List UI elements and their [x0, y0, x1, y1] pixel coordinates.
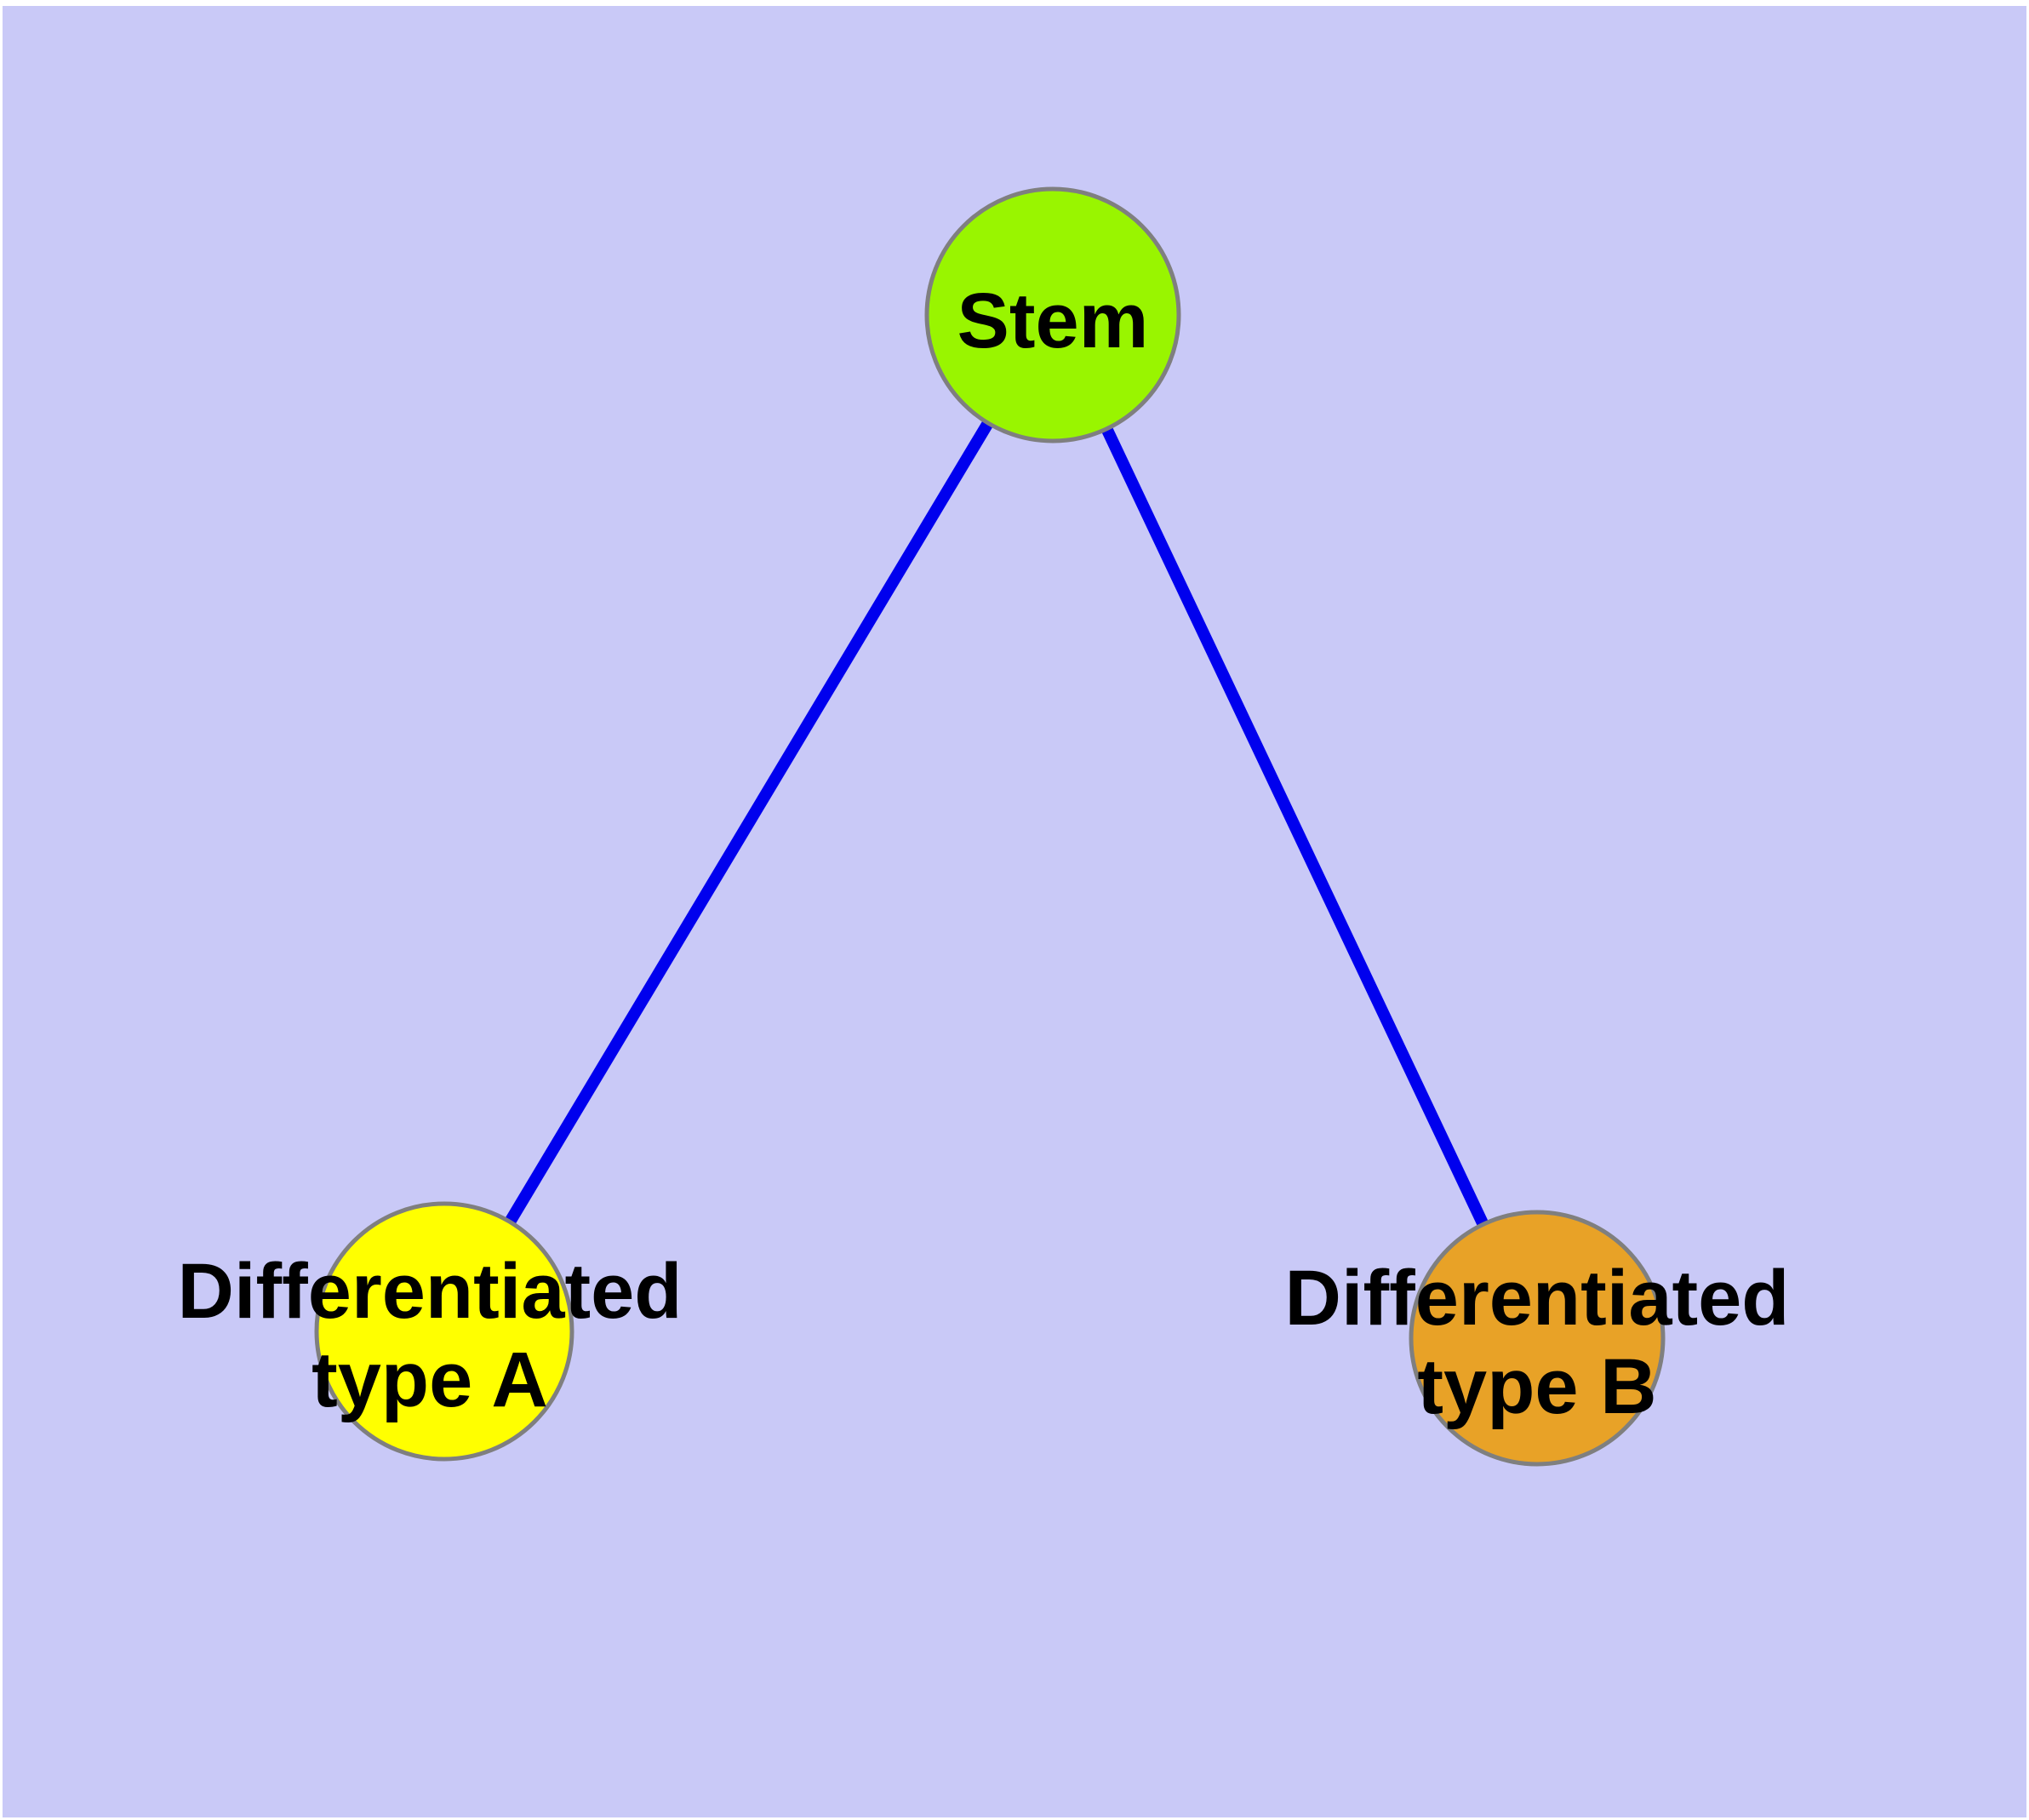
- type-a-label-line2: type A: [311, 1336, 548, 1423]
- type-a-node-circle: [314, 1201, 574, 1462]
- edge-stem-to-type-b: [1047, 312, 1543, 1341]
- edge-stem-to-type-a: [438, 312, 1059, 1335]
- type-b-label-line2: type B: [1417, 1343, 1656, 1430]
- type-b-label-line1: Differentiated: [1285, 1255, 1790, 1342]
- stem-node-circle: [924, 186, 1181, 444]
- type-a-label-line1: Differentiated: [178, 1248, 683, 1335]
- type-b-node-circle: [1409, 1210, 1666, 1467]
- stem-node-label: Stem: [957, 278, 1149, 364]
